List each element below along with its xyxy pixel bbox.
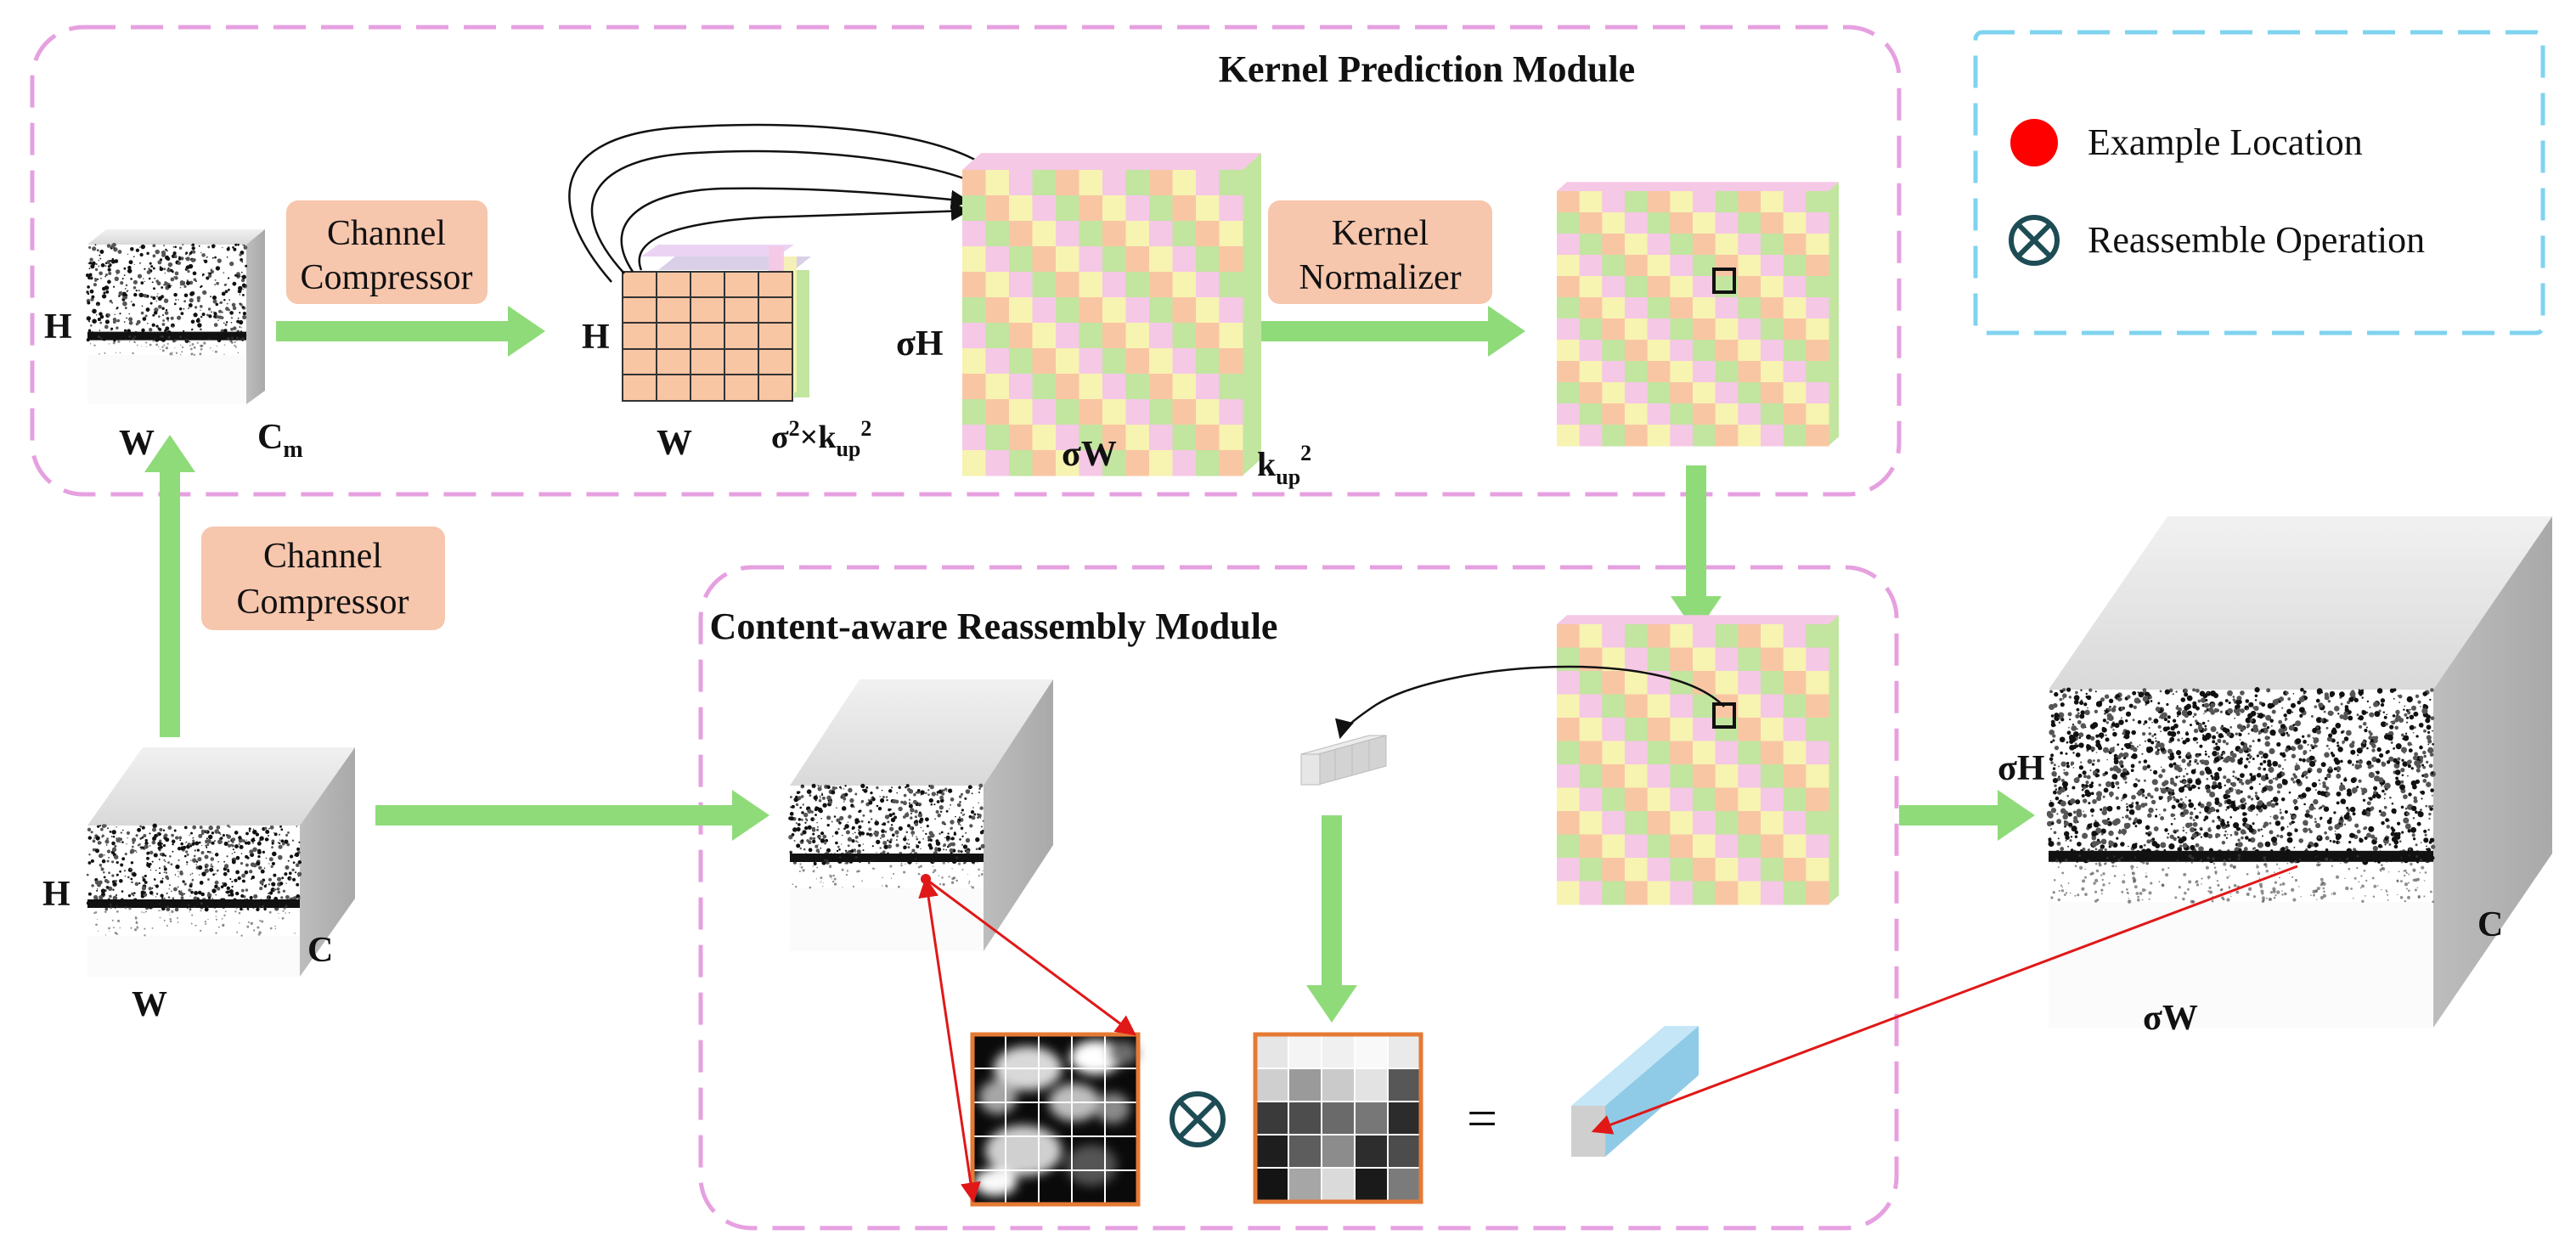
green-arrows [144, 306, 2035, 1023]
svg-text:Channel: Channel [327, 214, 446, 253]
arrow-to-kernel-normalizer [1255, 306, 1525, 357]
label-H-input: H [42, 875, 70, 914]
example-location-marker [2010, 119, 2058, 166]
arrow-normalizer-down [1671, 465, 1722, 634]
content-aware-module-title: Content-aware Reassembly Module [710, 606, 1278, 647]
content-aware-module-frame [698, 565, 1899, 1231]
arrow-up-to-compressed [144, 435, 195, 737]
channel-compressor-left-box: Channel Compressor [201, 527, 445, 630]
svg-text:Normalizer: Normalizer [1299, 258, 1461, 297]
equals-sign: = [1467, 1088, 1497, 1148]
example-kernel-cell-top [1712, 268, 1736, 294]
kernel-vector [1300, 735, 1387, 786]
reassemble-operation-icon [2009, 215, 2060, 266]
legend-reassemble-operation: Reassemble Operation [2088, 219, 2425, 261]
texture-map-small [85, 242, 248, 356]
texture-map-output [2046, 687, 2436, 904]
svg-text:Compressor: Compressor [237, 583, 409, 622]
svg-text:Kernel: Kernel [1332, 214, 1429, 253]
pixel-shuffle-arrows [568, 123, 997, 283]
normalized-kernel-map-grid [1557, 182, 1839, 447]
encoder-output-cube [622, 245, 811, 402]
label-Cm: Cm [257, 418, 303, 463]
arrow-compressor-to-encoder [276, 306, 545, 357]
example-kernel-cell-bottom [1712, 702, 1736, 729]
label-H-top: H [44, 307, 72, 347]
red-location-arrows [918, 865, 2298, 1203]
reassembly-input-cube [788, 679, 1053, 951]
legend-example-location: Example Location [2088, 121, 2363, 163]
label-sigmaW-output: σW [2143, 999, 2198, 1038]
texture-map-reassembly [788, 783, 985, 889]
kernel-prediction-module-frame [30, 25, 1902, 497]
label-W-encoder: W [657, 424, 692, 463]
kernel-map-grid [962, 153, 1261, 476]
encoder-front-face [622, 271, 793, 402]
svg-text:Compressor: Compressor [301, 258, 473, 297]
label-sigmaH-output: σH [1998, 749, 2045, 788]
reassembly-kernel-map-grid [1557, 615, 1839, 905]
texture-map-input [86, 823, 302, 937]
svg-text:Channel: Channel [263, 537, 382, 576]
label-C-output: C [2477, 905, 2503, 944]
feature-patch [970, 1032, 1141, 1207]
channel-compressor-top-box: Channel Compressor [286, 200, 488, 304]
kernel-prediction-module-title: Kernel Prediction Module [1219, 48, 1635, 90]
input-feature-cube [86, 747, 355, 977]
compressed-feature-cube [85, 229, 265, 404]
label-W-top: W [119, 424, 155, 463]
label-C-input: C [307, 931, 333, 970]
arrow-input-to-reassembly [375, 790, 769, 841]
label-W-input: W [132, 985, 167, 1024]
label-sigmaW-grid1: σW [1062, 435, 1117, 474]
reassembly-kernel-grid [1253, 1032, 1423, 1204]
label-sigmaH-grid1: σH [896, 324, 944, 363]
label-sigma2-kup2-encoder: σ2×kup2 [771, 416, 871, 461]
output-vector [1571, 1026, 1699, 1157]
label-kup2: kup2 [1257, 441, 1311, 489]
arrow-kernel-down [1306, 815, 1357, 1023]
output-feature-cube [2046, 516, 2552, 1028]
kernel-extract-arrow [1335, 665, 1725, 740]
arrow-to-output [1899, 790, 2035, 841]
kernel-normalizer-box: Kernel Normalizer [1268, 200, 1492, 304]
legend-frame [1973, 30, 2545, 335]
reassemble-operator-icon [1170, 1091, 1226, 1147]
label-H-encoder: H [582, 318, 610, 357]
